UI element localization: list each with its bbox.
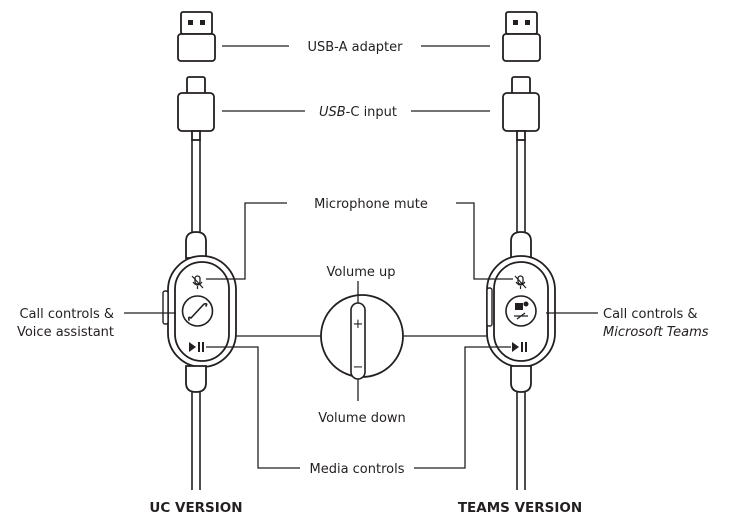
call-controls-teams-label-line2: Microsoft Teams [603, 325, 709, 340]
uc-version-title: UC VERSION [149, 500, 242, 516]
media-controls-label: Media controls [309, 462, 404, 477]
teams-icon [514, 301, 529, 320]
phone-icon [187, 302, 208, 321]
mic-mute-label: Microphone mute [314, 197, 428, 212]
play-pause-icon [189, 342, 204, 352]
leader-lines [124, 45, 598, 469]
teams-button[interactable] [505, 295, 537, 327]
usb-a-label: USB-A adapter [308, 40, 404, 55]
teams-headset [486, 11, 556, 490]
volume-down-label: Volume down [318, 411, 406, 426]
volume-up-label: Volume up [327, 265, 396, 280]
teams-control-pod [486, 255, 556, 368]
call-controls-uc-label-line2: Voice assistant [17, 325, 114, 340]
teams-cable-bottom [516, 392, 526, 490]
teams-usb-a-adapter [502, 11, 541, 62]
volume-detail: + − [236, 281, 487, 401]
teams-usb-c-connector [502, 76, 540, 141]
mic-mute-icon [514, 275, 527, 289]
uc-cable-top [191, 140, 201, 241]
teams-cable-top [516, 140, 526, 241]
uc-cable-bottom [191, 392, 201, 490]
call-controls-uc-label-line1: Call controls & [19, 307, 114, 322]
mic-mute-icon [191, 275, 204, 289]
uc-usb-c-connector [177, 76, 215, 141]
call-controls-teams-label-line1: Call controls & [603, 307, 698, 322]
teams-version-title: TEAMS VERSION [458, 500, 582, 516]
call-button[interactable] [181, 295, 214, 327]
uc-headset [162, 11, 237, 490]
uc-usb-a-adapter [177, 11, 216, 62]
volume-plus-icon: + [353, 317, 364, 332]
uc-control-pod [162, 255, 237, 368]
play-pause-icon [512, 342, 527, 352]
usb-c-label: USB-C input [319, 105, 397, 120]
volume-minus-icon: − [353, 360, 364, 375]
